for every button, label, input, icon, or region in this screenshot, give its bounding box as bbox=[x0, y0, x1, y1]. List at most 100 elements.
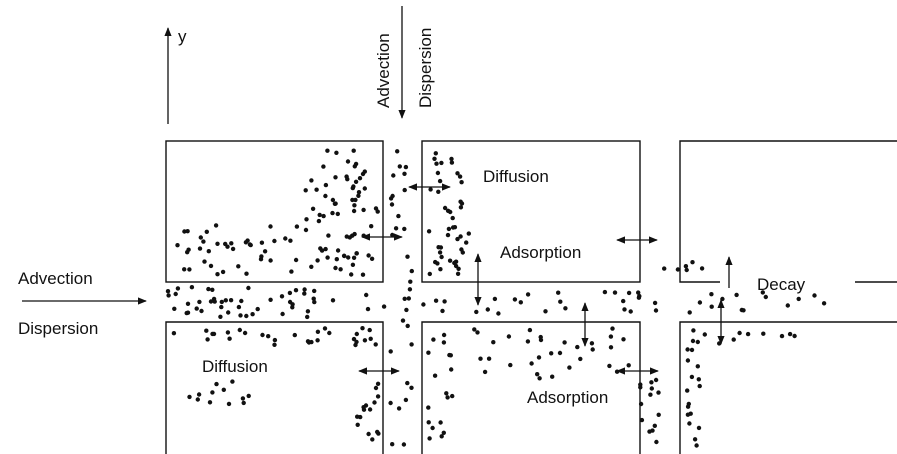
particle-dot bbox=[372, 400, 377, 405]
particle-dot bbox=[213, 223, 219, 228]
particle-dot bbox=[219, 299, 224, 305]
particle-dot bbox=[194, 306, 199, 311]
particle-dot bbox=[578, 356, 583, 362]
particle-dot bbox=[626, 290, 632, 296]
particle-dot bbox=[245, 238, 250, 243]
particle-dot bbox=[325, 255, 330, 260]
particle-dot bbox=[550, 374, 555, 379]
particle-dot bbox=[280, 311, 285, 317]
particle-dot bbox=[442, 205, 448, 211]
particle-dot bbox=[402, 187, 407, 193]
particle-dot bbox=[288, 238, 293, 243]
particle-dot bbox=[432, 373, 438, 378]
particle-dot bbox=[218, 314, 223, 319]
particle-dot bbox=[450, 393, 455, 399]
particle-dot bbox=[656, 412, 661, 417]
particle-dot bbox=[444, 391, 449, 396]
particle-dot bbox=[208, 299, 214, 304]
particle-dot bbox=[687, 310, 692, 315]
particle-dot bbox=[675, 267, 681, 272]
particle-dot bbox=[353, 179, 359, 184]
particle-dot bbox=[204, 328, 209, 333]
particle-dot bbox=[402, 226, 407, 232]
diffusion-label-upper: Diffusion bbox=[483, 167, 549, 186]
particle-dot bbox=[649, 386, 654, 391]
particle-dot bbox=[304, 217, 309, 222]
particle-dot bbox=[293, 257, 299, 263]
particle-dot bbox=[709, 292, 714, 297]
particle-dot bbox=[697, 383, 702, 389]
particle-dot bbox=[375, 429, 380, 435]
particle-dot bbox=[369, 256, 375, 261]
particle-dot bbox=[236, 264, 241, 269]
particle-dot bbox=[236, 304, 242, 310]
particle-dot bbox=[185, 229, 190, 234]
particle-dot bbox=[215, 241, 220, 246]
particle-dot bbox=[189, 285, 195, 290]
particle-dot bbox=[684, 267, 689, 273]
particle-dot bbox=[621, 298, 626, 304]
particle-dot bbox=[458, 199, 463, 204]
particle-dot bbox=[360, 326, 365, 331]
particle-dot bbox=[428, 187, 433, 192]
particle-dot bbox=[212, 299, 217, 304]
particle-dot bbox=[396, 406, 402, 411]
particle-dot bbox=[466, 231, 471, 236]
particle-dot bbox=[239, 298, 244, 304]
particle-dot bbox=[685, 388, 690, 393]
particle-dot bbox=[694, 443, 699, 448]
particle-dot bbox=[342, 253, 347, 259]
particle-dot bbox=[439, 160, 444, 166]
particle-dot bbox=[452, 225, 458, 230]
particle-dot bbox=[760, 290, 765, 295]
particle-dot bbox=[435, 261, 440, 266]
particle-dot bbox=[323, 182, 329, 188]
particle-dot bbox=[455, 236, 460, 242]
particle-dot bbox=[317, 212, 322, 218]
particle-dot bbox=[556, 290, 561, 295]
particle-dot bbox=[432, 156, 437, 161]
grain-top-middle bbox=[421, 140, 641, 283]
particle-dot bbox=[303, 227, 309, 233]
particle-dot bbox=[315, 329, 321, 334]
particle-dot bbox=[653, 308, 659, 313]
particle-dot bbox=[409, 342, 414, 347]
decay-label: Decay bbox=[757, 275, 806, 294]
particle-dot bbox=[628, 309, 633, 314]
particle-dot bbox=[687, 421, 692, 426]
particle-dot bbox=[447, 258, 453, 263]
particle-dot bbox=[259, 254, 264, 259]
particle-dot bbox=[344, 174, 349, 179]
particle-dot bbox=[543, 309, 548, 314]
particle-dot bbox=[350, 262, 356, 267]
particle-dot bbox=[695, 364, 700, 369]
particle-dot bbox=[344, 234, 349, 239]
particle-dot bbox=[662, 266, 667, 271]
particle-dot bbox=[309, 178, 314, 183]
particle-dot bbox=[351, 148, 356, 153]
particle-dot bbox=[438, 267, 443, 272]
particle-dot bbox=[319, 248, 325, 253]
diffusion-label-lower: Diffusion bbox=[202, 357, 268, 376]
particle-dot bbox=[636, 290, 641, 295]
particle-dot bbox=[206, 249, 211, 254]
particle-dot bbox=[165, 289, 171, 294]
particle-dot bbox=[388, 400, 393, 406]
particle-dot bbox=[434, 161, 439, 166]
particle-dot bbox=[367, 407, 373, 412]
particle-dot bbox=[352, 203, 357, 208]
particle-dot bbox=[821, 301, 827, 306]
particle-dot bbox=[375, 394, 381, 399]
particle-dot bbox=[305, 339, 311, 344]
particle-dot bbox=[695, 339, 700, 345]
particle-dot bbox=[397, 164, 402, 169]
particle-dot bbox=[259, 240, 265, 245]
particle-dot bbox=[303, 188, 308, 193]
particle-dot bbox=[185, 310, 191, 315]
particle-dot bbox=[455, 271, 461, 276]
particle-dot bbox=[345, 159, 351, 164]
particle-dot bbox=[610, 326, 615, 331]
particle-dot bbox=[405, 380, 410, 386]
particle-dot bbox=[685, 358, 691, 363]
particle-dot bbox=[433, 298, 439, 303]
